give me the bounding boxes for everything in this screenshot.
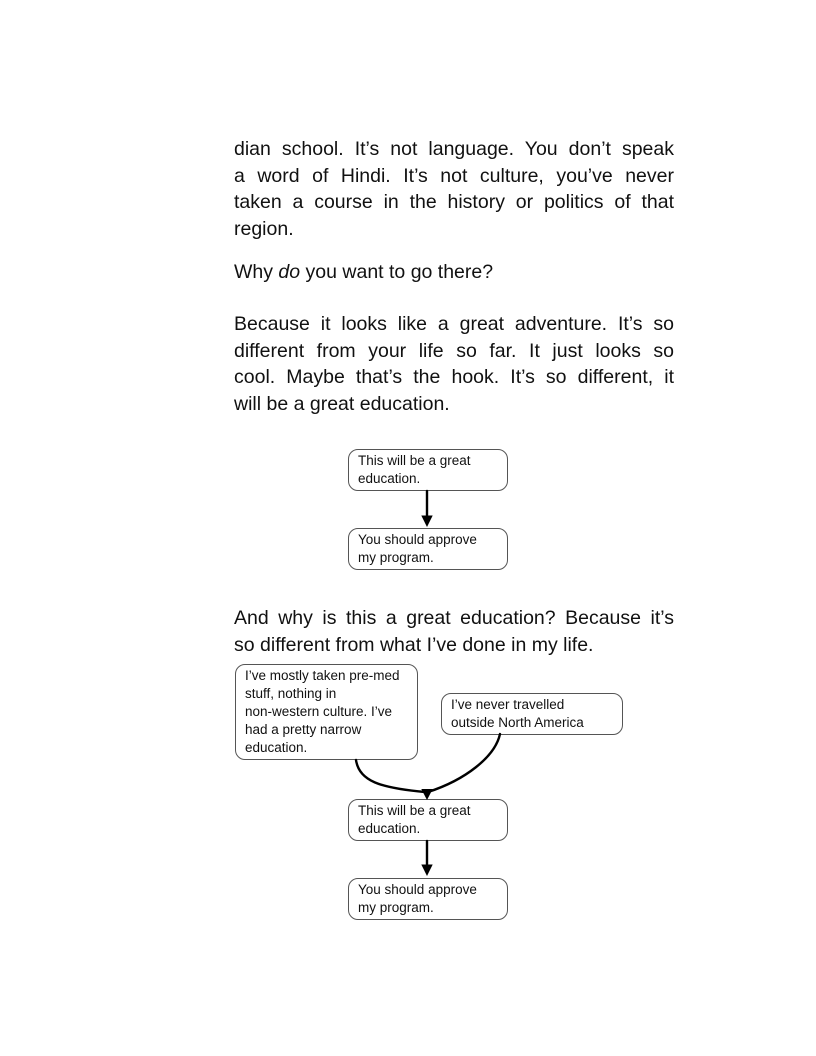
text-line: so different from what I’ve done in my l… [234,633,594,656]
box-text-line: You should approve [358,882,477,897]
box-text-line: education. [358,471,421,486]
paragraph-question: Why do you want to go there? [234,259,674,286]
text-line: will be a great education. [234,392,450,415]
text-line: And why is this a great education? Becau… [234,607,674,629]
box-text-line: non-western culture. I’ve [245,704,393,719]
conclusion-box-approve: You should approve my program. [348,528,508,570]
box-text-line: outside North America [451,715,584,730]
text-line: cool. Maybe that’s the hook. It’s so dif… [234,366,674,389]
box-text-line: stuff, nothing in [245,686,337,701]
reason-box-travel: I’ve never travelled outside North Ameri… [441,693,623,735]
arrowhead-icon [421,515,433,527]
text-line: region. [234,217,294,240]
arrow-reason2-curve [426,732,502,794]
box-text-line: had a pretty narrow [245,722,362,737]
box-text-line: my program. [358,900,434,915]
text-line: a word of Hindi. It’s not culture, you’v… [234,164,674,187]
box-text-line: I’ve never travelled [451,697,565,712]
arrowhead-icon [421,864,433,876]
box-text-line: my program. [358,550,434,565]
conclusion-box-approve-2: You should approve my program. [348,878,508,920]
emphasis-word: do [278,261,301,283]
question-prefix: Why [234,261,279,283]
paragraph-answer: Because it looks like a great adventure.… [234,311,674,417]
box-text-line: This will be a great [358,803,471,818]
paragraph-followup: And why is this a great education? Becau… [234,605,674,658]
arrow-reason1-curve [354,758,427,794]
question-suffix: you want to go there? [300,261,494,283]
reason-box-premed: I’ve mostly taken pre-med stuff, nothing… [235,664,418,760]
box-text-line: education. [245,740,308,755]
text-line: different from your life so far. It just… [234,339,674,362]
paragraph-intro: dian school. It’s not language. You don’… [234,136,674,242]
box-text-line: This will be a great [358,453,471,468]
box-text-line: I’ve mostly taken pre-med [245,668,400,683]
premise-box-education: This will be a great education. [348,449,508,491]
premise-box-education-2: This will be a great education. [348,799,508,841]
text-line: dian school. It’s not language. You don’… [234,138,674,160]
box-text-line: You should approve [358,532,477,547]
box-text-line: education. [358,821,421,836]
text-line: Because it looks like a great adventure.… [234,313,674,335]
text-line: taken a course in the history or politic… [234,191,674,214]
